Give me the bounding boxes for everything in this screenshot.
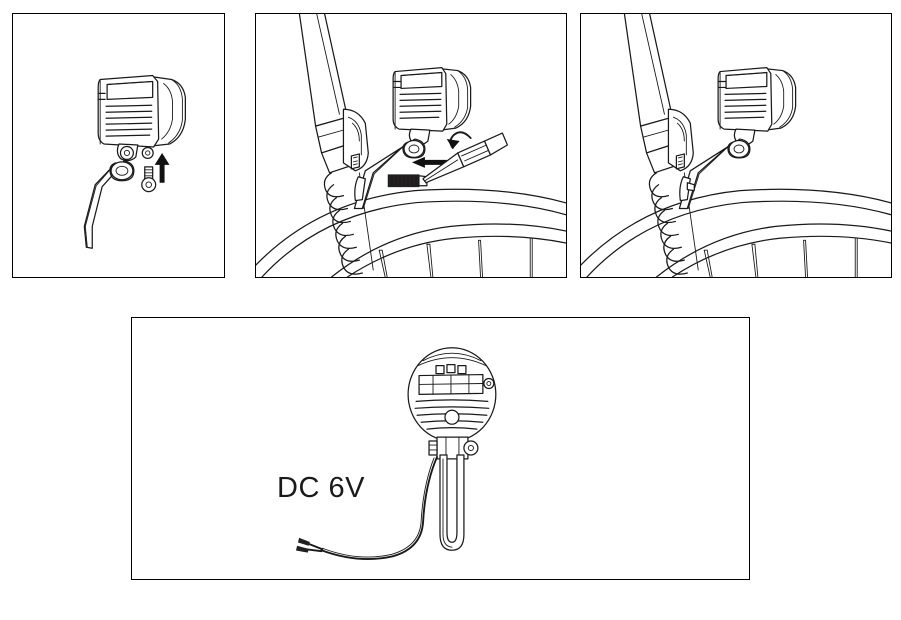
assembly-arrow-up-icon <box>154 152 170 183</box>
screw <box>141 166 157 193</box>
mounting-bracket <box>428 436 479 551</box>
panel-4-illustration <box>295 347 497 560</box>
panel-1-illustration <box>83 74 186 249</box>
mounting-bracket <box>353 138 426 210</box>
front-wheel <box>655 223 891 277</box>
mounting-bracket <box>678 138 751 210</box>
panel-completed-install-view <box>580 13 892 278</box>
mounting-bracket <box>83 160 135 249</box>
wire-leads <box>295 537 324 553</box>
screwdriver <box>422 132 508 184</box>
fork-coil-spring <box>648 172 699 275</box>
washer <box>141 146 154 160</box>
headlight-rear-view <box>407 347 497 442</box>
rotate-arrow-icon <box>446 131 472 149</box>
headlight-unit <box>97 74 186 162</box>
insert-arrow-left-icon <box>411 156 447 168</box>
suspension-fork <box>623 14 694 174</box>
voltage-rating-label: DC 6V <box>277 472 365 504</box>
screw <box>387 174 428 188</box>
front-wheel <box>330 223 566 277</box>
headlight-unit <box>717 66 797 146</box>
suspension-fork <box>298 14 369 174</box>
power-cable <box>320 455 438 560</box>
panel-2-illustration <box>256 14 566 277</box>
headlight-unit <box>392 66 472 146</box>
panel-parts-exploded-view <box>12 13 225 278</box>
fender <box>256 188 566 277</box>
panel-wiring-spec-view: DC 6V <box>131 317 750 580</box>
fender <box>581 188 891 277</box>
panel-mounting-step-view <box>255 13 567 278</box>
panel-3-illustration <box>581 14 891 277</box>
